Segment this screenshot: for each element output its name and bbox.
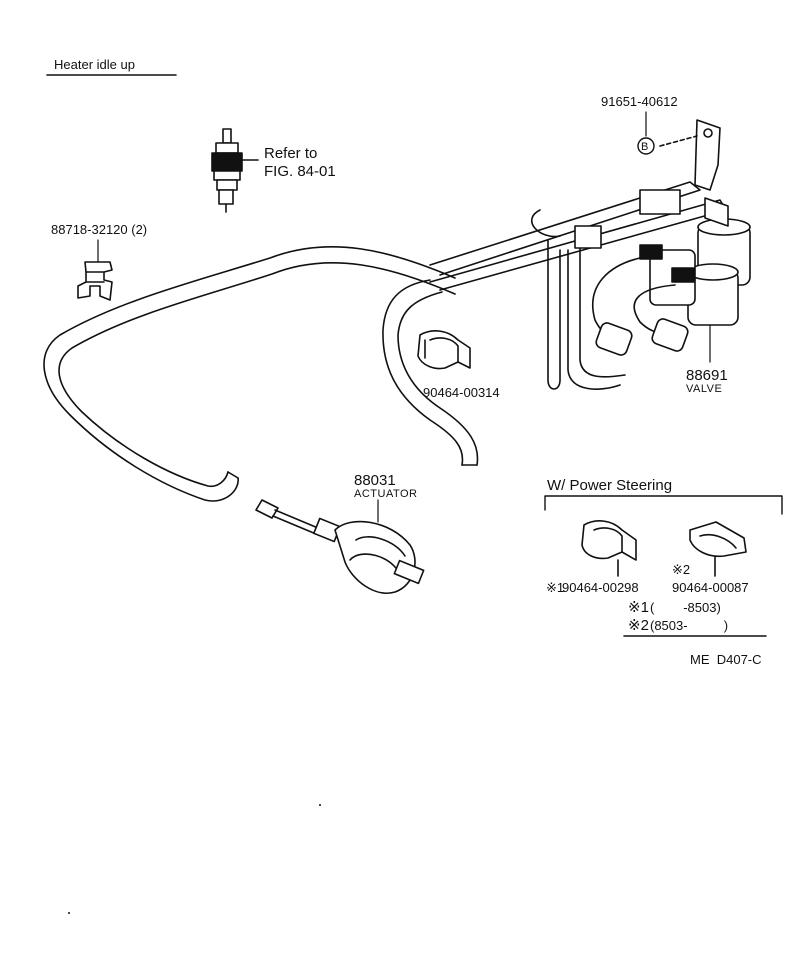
label-88691: 88691 — [686, 367, 728, 384]
ps-clamp2-part: 90464-00087 — [672, 580, 749, 595]
bolt-marker-circle — [637, 137, 655, 155]
scan-speck — [68, 912, 70, 914]
temperature-sensor-drawing — [211, 128, 259, 213]
clamp-90464-00087-drawing — [689, 521, 747, 577]
ps-note1-mark: ※1 — [628, 599, 649, 616]
ps-note2-range: (8503- ) — [650, 618, 728, 633]
ps-note2-mark: ※2 — [628, 617, 649, 634]
ps-clamp1-part: 90464-00298 — [562, 580, 639, 595]
clamp-90464-00298-drawing — [581, 520, 637, 577]
clamp-90464-00314-drawing — [417, 330, 471, 370]
actuator-drawing — [255, 499, 425, 594]
valve-bracket — [659, 119, 721, 191]
label-90464-00314: 90464-00314 — [423, 385, 500, 400]
sensor-ref-line2: FIG. 84-01 — [264, 163, 336, 180]
ps-title: W/ Power Steering — [547, 477, 672, 494]
valve-connectors — [592, 257, 689, 356]
diagram-title: Heater idle up — [54, 57, 135, 72]
ps-clamp2-mark: ※2 — [672, 562, 690, 577]
ps-clamp1-mark: ※1 — [546, 580, 564, 595]
clamp-88718-drawing — [77, 261, 113, 301]
bolt-marker-letter: B — [641, 141, 649, 153]
label-91651-40612: 91651-40612 — [601, 94, 678, 109]
vacuum-hose-main — [43, 245, 456, 502]
label-88031: 88031 — [354, 472, 396, 489]
scan-speck — [319, 804, 321, 806]
label-88718-32120: 88718-32120 (2) — [51, 222, 147, 237]
valve-solenoid-bodies — [574, 189, 751, 326]
label-valve: VALVE — [686, 383, 722, 395]
ps-note1-range: ( -8503) — [650, 600, 721, 615]
ps-bracket — [544, 495, 783, 515]
label-actuator: ACTUATOR — [354, 488, 418, 500]
vacuum-hose-branch — [382, 279, 479, 466]
sensor-ref-line1: Refer to — [264, 145, 317, 162]
figure-code: ME D407-C — [690, 652, 762, 667]
